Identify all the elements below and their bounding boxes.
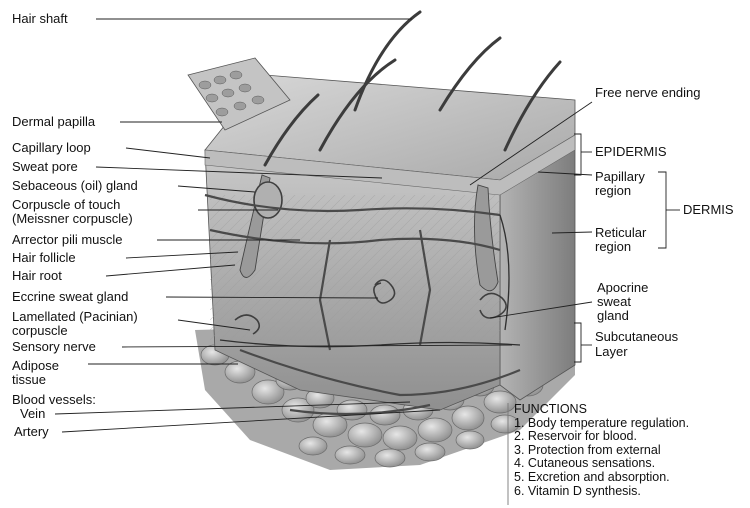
label-hair-shaft: Hair shaft: [12, 12, 68, 26]
label-sweat-pore: Sweat pore: [12, 160, 78, 174]
function-item: 4. Cutaneous sensations.: [514, 457, 689, 471]
label-adipose-tissue: tissue: [12, 373, 46, 387]
label-apocrine-sweat: sweat: [597, 295, 631, 309]
label-lamellated: Lamellated (Pacinian): [12, 310, 138, 324]
label-arrector-pili: Arrector pili muscle: [12, 233, 123, 247]
label-subcutaneous-layer: Layer: [595, 345, 628, 359]
function-item: 2. Reservoir for blood.: [514, 430, 689, 444]
function-item: 3. Protection from external: [514, 444, 689, 458]
label-capillary-loop: Capillary loop: [12, 141, 91, 155]
function-item: 1. Body temperature regulation.: [514, 417, 689, 431]
label-sebaceous-gland: Sebaceous (oil) gland: [12, 179, 138, 193]
label-hair-follicle: Hair follicle: [12, 251, 76, 265]
label-reticular-region: region: [595, 240, 631, 254]
label-reticular: Reticular: [595, 226, 646, 240]
function-item: 5. Excretion and absorption.: [514, 471, 689, 485]
label-dermis: DERMIS: [683, 203, 734, 217]
label-blood-vessels: Blood vessels:: [12, 393, 96, 407]
label-hair-root: Hair root: [12, 269, 62, 283]
label-apocrine: Apocrine: [597, 281, 648, 295]
label-artery: Artery: [14, 425, 49, 439]
functions-title: FUNCTIONS: [514, 403, 689, 417]
label-epidermis: EPIDERMIS: [595, 145, 667, 159]
label-free-nerve-ending: Free nerve ending: [595, 86, 701, 100]
label-lamellated-corpuscle: corpuscle: [12, 324, 68, 338]
label-dermal-papilla: Dermal papilla: [12, 115, 95, 129]
label-sensory-nerve: Sensory nerve: [12, 340, 96, 354]
functions-list: FUNCTIONS 1. Body temperature regulation…: [514, 403, 689, 498]
label-papillary-region: region: [595, 184, 631, 198]
label-meissner-corpuscle: (Meissner corpuscle): [12, 212, 133, 226]
label-apocrine-gland: gland: [597, 309, 629, 323]
label-corpuscle-touch: Corpuscle of touch: [12, 198, 120, 212]
label-papillary: Papillary: [595, 170, 645, 184]
label-eccrine-gland: Eccrine sweat gland: [12, 290, 128, 304]
label-vein: Vein: [20, 407, 45, 421]
label-subcutaneous: Subcutaneous: [595, 330, 678, 344]
label-adipose: Adipose: [12, 359, 59, 373]
function-item: 6. Vitamin D synthesis.: [514, 485, 689, 499]
